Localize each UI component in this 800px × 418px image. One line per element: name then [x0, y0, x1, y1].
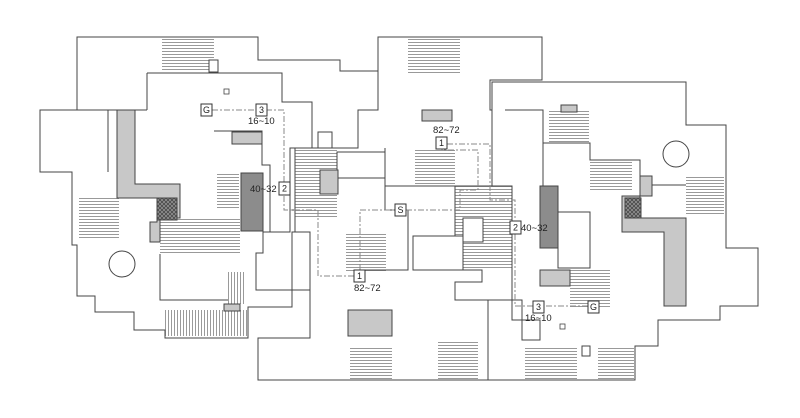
svg-text:3: 3 [259, 105, 264, 115]
label-82-72-bottom: 82~72 [354, 283, 381, 294]
dark-wall-left [240, 172, 264, 232]
svg-text:1: 1 [357, 271, 362, 281]
label-82-72-top: 82~72 [433, 125, 460, 136]
marker-g-right[interactable]: G [587, 300, 600, 314]
stairs-right-inner [590, 160, 632, 192]
svg-text:2: 2 [513, 223, 518, 233]
svg-text:S: S [397, 205, 403, 215]
stairs-bottom-center-right [438, 340, 478, 380]
stairs-bottom-right [525, 346, 577, 380]
svg-text:1: 1 [439, 138, 444, 148]
left-building [39, 36, 379, 339]
pillar-circle-left [108, 250, 136, 278]
gray-block-center-top [421, 109, 453, 122]
svg-text:3: 3 [536, 302, 541, 312]
stairs-bottom-center [350, 346, 392, 380]
stairs-right-top [549, 110, 589, 144]
pillar-circle-right [662, 140, 690, 168]
marker-1-top[interactable]: 1 [435, 136, 448, 150]
marker-g-left[interactable]: G [200, 103, 213, 117]
gray-block-left-top [231, 131, 263, 145]
marker-2-left[interactable]: 2 [278, 181, 291, 196]
stairs-left-inner [217, 172, 239, 208]
label-16-10-right: 16~10 [525, 313, 552, 324]
stairs-right-side [686, 176, 724, 214]
marker-s-center[interactable]: S [394, 203, 407, 217]
small-marker-left [223, 88, 230, 95]
gray-block-center-bottom [347, 309, 393, 337]
marker-3-right[interactable]: 3 [532, 300, 545, 314]
stairs-center-right [415, 150, 455, 186]
label-40-32-left: 40~32 [250, 184, 277, 195]
gray-block-right-mid [639, 175, 653, 197]
marker-3-left[interactable]: 3 [255, 103, 268, 117]
marker-1-center[interactable]: 1 [353, 269, 366, 283]
gray-block-right-top [560, 104, 578, 113]
pillar-bottom-right [581, 345, 591, 357]
stairs-top-center [408, 38, 460, 74]
gray-block-left-bottom [223, 303, 241, 312]
label-40-32-right: 40~32 [521, 223, 548, 234]
stairs-left-bottom [165, 310, 247, 336]
dark-wall-right [539, 185, 559, 249]
svg-text:G: G [203, 105, 210, 115]
stairs-top-left [162, 38, 214, 70]
small-marker-right [559, 323, 566, 330]
gray-block-right-low [539, 269, 571, 287]
stairs-left-side [79, 198, 119, 238]
route-path [212, 109, 588, 307]
label-16-10-left: 16~10 [248, 116, 275, 127]
stairs-center-lower [346, 232, 386, 272]
marker-2-right[interactable]: 2 [509, 220, 522, 235]
crosshatch-block-right [624, 197, 642, 219]
stairs-left-lower [228, 272, 244, 304]
gray-block-center [319, 169, 339, 195]
crosshatch-block-left [156, 197, 178, 221]
pillar-top-left [208, 59, 219, 73]
stairs-bottom-far-right [598, 346, 634, 380]
svg-text:2: 2 [282, 184, 287, 194]
svg-text:G: G [590, 302, 597, 312]
pillar-center-top [317, 131, 333, 149]
stairs-left-ramp [160, 218, 240, 254]
